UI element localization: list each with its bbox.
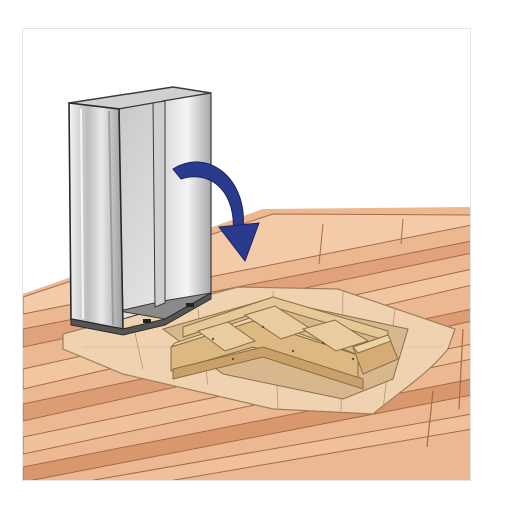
plank-cut <box>400 218 404 245</box>
joist-7 <box>91 413 470 480</box>
cabinet-foot <box>186 303 194 307</box>
cabinet-foot <box>143 319 151 323</box>
plank-cut <box>458 328 464 410</box>
metal-cabinet <box>68 86 212 336</box>
frame-cross-1 <box>196 321 257 352</box>
cabinet-bottom-edge <box>70 292 212 336</box>
frame-end-block-top <box>352 334 392 354</box>
cabinet-highlight <box>80 108 84 320</box>
cabinet-front-left <box>68 102 124 330</box>
frame-cross-3 <box>301 319 370 352</box>
wooden-frame <box>170 296 399 390</box>
frame-rail-lower <box>172 346 364 390</box>
placement-arrow <box>172 161 260 263</box>
cabinet-partition <box>152 100 166 308</box>
arrow-head <box>218 222 260 263</box>
plank-cut <box>318 223 324 265</box>
plank-cut <box>426 390 434 448</box>
cabinet-side-right <box>162 92 212 306</box>
illustration-frame <box>22 28 471 481</box>
cabinet-shadow <box>108 110 114 326</box>
frame-screws <box>211 325 355 361</box>
cabinet-floor-illustration <box>23 86 470 480</box>
